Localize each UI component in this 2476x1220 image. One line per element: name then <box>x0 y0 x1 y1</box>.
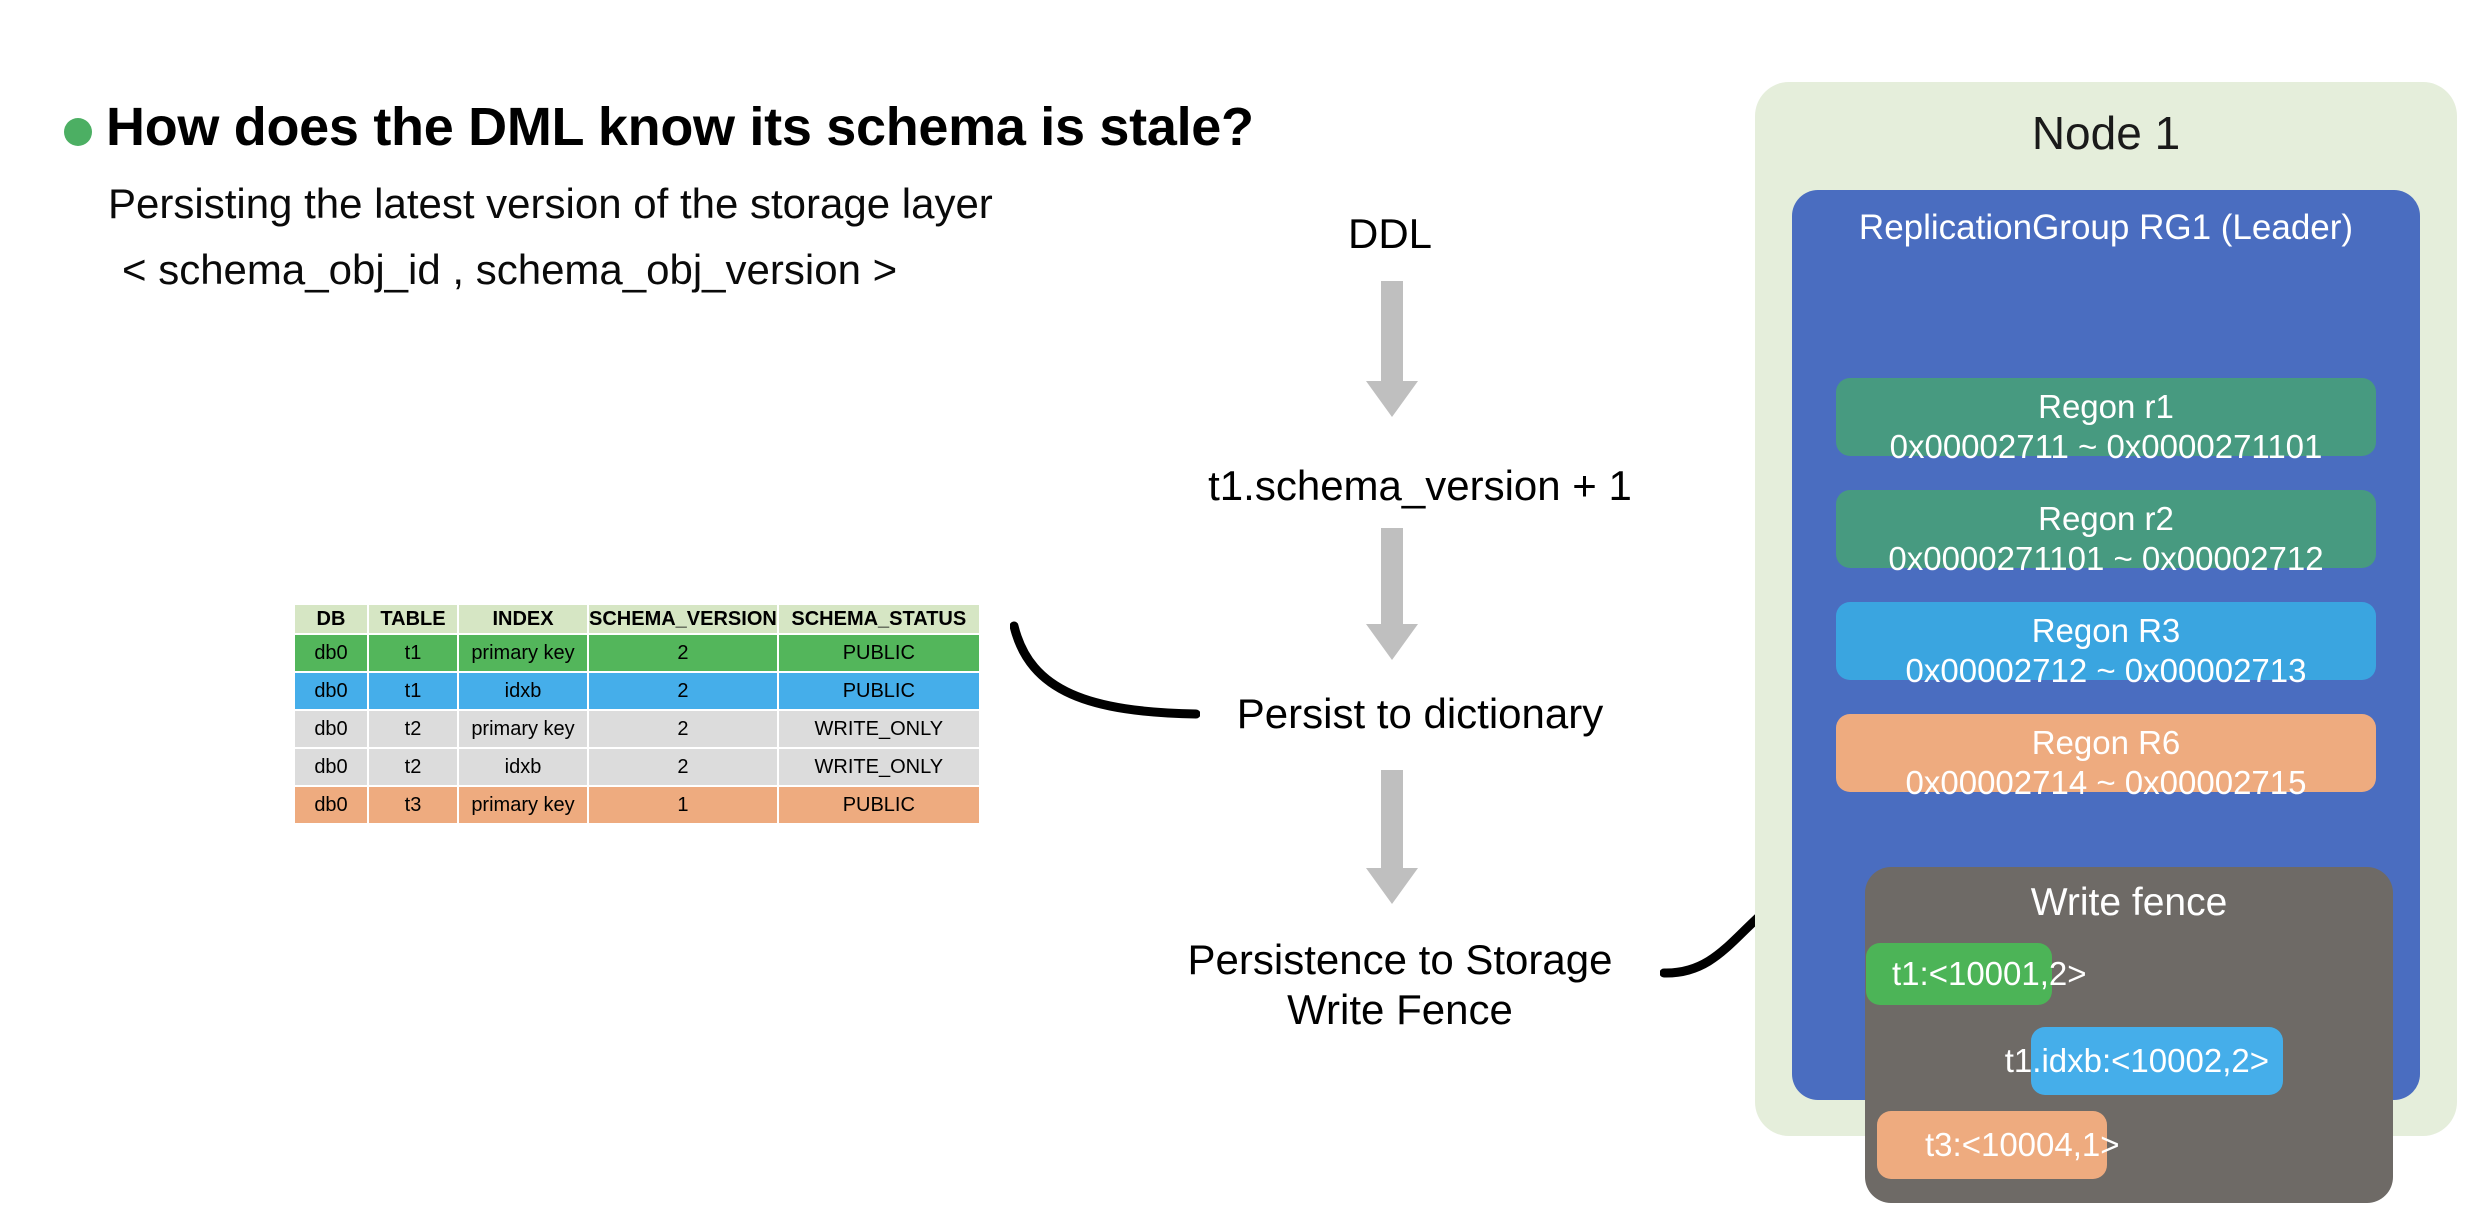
replication-group-box: ReplicationGroup RG1 (Leader) Regon r1 0… <box>1792 190 2420 1203</box>
cell-table: t2 <box>369 749 457 785</box>
region-box-r6: Regon R6 0x00002714 ~ 0x00002715 <box>1836 714 2376 801</box>
cell-schema-status: PUBLIC <box>778 787 979 823</box>
cell-schema-status: WRITE_ONLY <box>778 749 979 785</box>
flow-label-storage-line-1: Persistence to Storage <box>1187 936 1613 983</box>
bullet-dot-icon <box>64 118 92 146</box>
region-range: 0x00002711 ~ 0x0000271101 <box>1889 427 2323 465</box>
flow-label-persistence-to-storage: Persistence to Storage Write Fence <box>1188 935 1613 1034</box>
region-box-r2: Regon r2 0x0000271101 ~ 0x00002712 <box>1836 490 2376 577</box>
cell-index: idxb <box>459 749 587 785</box>
region-name: Regon R6 <box>2031 724 2181 761</box>
cell-index: idxb <box>459 673 587 709</box>
region-range: 0x00002712 ~ 0x00002713 <box>1905 651 2307 689</box>
node-panel: Node 1 ReplicationGroup RG1 (Leader) Reg… <box>1755 82 2457 1203</box>
cell-schema-version: 1 <box>589 787 777 823</box>
column-header-table: TABLE <box>369 605 457 633</box>
table-row: db0 t3 primary key 1 PUBLIC <box>295 787 979 823</box>
write-fence-chip-t3: t3:<10004,1> <box>1877 1111 2120 1179</box>
cell-table: t3 <box>369 787 457 823</box>
write-fence-chip-t1-idxb: t1.idxb:<10002,2> <box>2005 1027 2283 1095</box>
node-title: Node 1 <box>2031 107 2181 159</box>
flow-label-ddl: DDL <box>1347 210 1433 257</box>
cell-schema-version: 2 <box>589 711 777 747</box>
cell-index: primary key <box>459 787 587 823</box>
cell-schema-status: WRITE_ONLY <box>778 711 979 747</box>
region-range: 0x0000271101 ~ 0x00002712 <box>1888 539 2324 577</box>
replication-group-title: ReplicationGroup RG1 (Leader) <box>1858 208 2354 247</box>
flow-label-storage-line-2: Write Fence <box>1287 985 1513 1033</box>
flow-arrow-down-icon <box>1366 528 1418 665</box>
flow-label-schema-version: t1.schema_version + 1 <box>1208 462 1632 509</box>
write-fence-box: Write fence t1:<10001,2> t1.idxb:<10002,… <box>1865 867 2393 1203</box>
table-row: db0 t2 idxb 2 WRITE_ONLY <box>295 749 979 785</box>
region-box-r3: Regon R3 0x00002712 ~ 0x00002713 <box>1836 602 2376 689</box>
cell-db: db0 <box>295 749 367 785</box>
cell-index: primary key <box>459 711 587 747</box>
connector-table-to-persist-dictionary <box>1010 621 1200 719</box>
write-fence-title: Write fence <box>2030 881 2228 924</box>
subtitle-line-1: Persisting the latest version of the sto… <box>108 180 993 227</box>
cell-db: db0 <box>295 711 367 747</box>
flow-arrow-down-icon <box>1366 281 1418 422</box>
column-header-db: DB <box>295 605 367 633</box>
cell-table: t1 <box>369 635 457 671</box>
subtitle-line-2: < schema_obj_id , schema_obj_version > <box>122 246 898 293</box>
column-header-schema-version: SCHEMA_VERSION <box>589 605 777 633</box>
table-row: db0 t2 primary key 2 WRITE_ONLY <box>295 711 979 747</box>
cell-db: db0 <box>295 673 367 709</box>
table-row: db0 t1 primary key 2 PUBLIC <box>295 635 979 671</box>
region-box-r1: Regon r1 0x00002711 ~ 0x0000271101 <box>1836 378 2376 465</box>
cell-schema-version: 2 <box>589 673 777 709</box>
cell-db: db0 <box>295 787 367 823</box>
table-row: db0 t1 idxb 2 PUBLIC <box>295 673 979 709</box>
cell-index: primary key <box>459 635 587 671</box>
cell-schema-status: PUBLIC <box>778 673 979 709</box>
cell-table: t1 <box>369 673 457 709</box>
region-name: Regon R3 <box>2031 612 2181 649</box>
cell-table: t2 <box>369 711 457 747</box>
cell-schema-status: PUBLIC <box>778 635 979 671</box>
table-header-row: DB TABLE INDEX SCHEMA_VERSION SCHEMA_STA… <box>295 605 979 633</box>
region-name: Regon r2 <box>2038 500 2174 537</box>
cell-schema-version: 2 <box>589 749 777 785</box>
schema-dictionary-table: DB TABLE INDEX SCHEMA_VERSION SCHEMA_STA… <box>293 603 981 825</box>
cell-db: db0 <box>295 635 367 671</box>
flow-arrow-down-icon <box>1366 770 1418 909</box>
column-header-index: INDEX <box>459 605 587 633</box>
column-header-schema-status: SCHEMA_STATUS <box>778 605 979 633</box>
cell-schema-version: 2 <box>589 635 777 671</box>
region-name: Regon r1 <box>2038 388 2174 425</box>
region-range: 0x00002714 ~ 0x00002715 <box>1905 763 2307 801</box>
write-fence-chip-t1: t1:<10001,2> <box>1866 943 2087 1005</box>
page-title: How does the DML know its schema is stal… <box>106 97 1254 157</box>
flow-label-persist-to-dictionary: Persist to dictionary <box>1236 690 1604 737</box>
